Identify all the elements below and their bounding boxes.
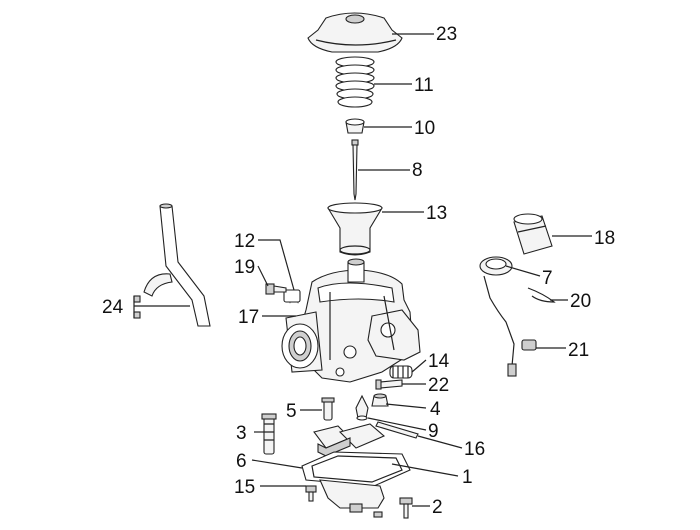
part-small-screw — [373, 511, 383, 518]
part-screw-19 — [265, 283, 287, 295]
callout-3: 3 — [236, 423, 247, 444]
part-top-cover — [307, 12, 403, 53]
callout-15: 15 — [234, 477, 255, 498]
callout-24: 24 — [102, 297, 124, 318]
callout-labels: 23 11 10 8 13 18 12 7 19 20 24 17 21 14 … — [102, 24, 615, 518]
callout-10: 10 — [414, 118, 435, 139]
callout-11: 11 — [414, 75, 434, 96]
part-needle — [351, 139, 359, 201]
part-idle-spring — [389, 365, 413, 379]
part-heater-element — [479, 256, 517, 377]
part-screw-15 — [305, 485, 317, 502]
callout-5: 5 — [286, 401, 297, 422]
part-float-bowl — [319, 479, 385, 513]
part-breather-hose — [143, 203, 211, 327]
callout-12: 12 — [234, 231, 255, 252]
callout-20: 20 — [570, 291, 591, 312]
callout-22: 22 — [428, 375, 449, 396]
part-stud — [261, 413, 277, 455]
part-float — [313, 423, 386, 457]
callout-13: 13 — [426, 203, 447, 224]
callout-2: 2 — [432, 497, 443, 518]
callout-8: 8 — [412, 160, 423, 181]
callout-6: 6 — [236, 451, 247, 472]
part-wire-clamp — [521, 339, 537, 351]
callout-4: 4 — [430, 399, 441, 420]
callout-16: 16 — [464, 439, 485, 460]
callout-23: 23 — [436, 24, 457, 45]
part-retainer — [345, 118, 365, 134]
part-spring-clip — [527, 287, 556, 303]
callout-9: 9 — [428, 421, 439, 442]
leader-lines — [133, 33, 592, 507]
part-gasket — [301, 451, 411, 487]
part-idle-screw — [375, 379, 403, 390]
part-float-pin — [375, 421, 419, 439]
part-screw-2 — [399, 497, 413, 519]
part-main-jet — [371, 393, 389, 407]
part-heater-sleeve — [513, 213, 553, 255]
part-float-needle — [355, 394, 369, 421]
part-carburetor-body — [281, 258, 421, 383]
part-small-spring — [283, 289, 301, 304]
callout-1: 1 — [462, 467, 473, 488]
part-spring — [335, 56, 375, 108]
part-hose-clips — [133, 295, 141, 319]
part-jet-5 — [321, 397, 335, 421]
callout-19: 19 — [234, 257, 255, 278]
part-diaphragm-piston — [327, 202, 383, 256]
callout-18: 18 — [594, 228, 615, 249]
callout-17: 17 — [238, 307, 259, 328]
callout-21: 21 — [568, 340, 589, 361]
callout-14: 14 — [428, 351, 450, 372]
callout-7: 7 — [542, 268, 553, 289]
